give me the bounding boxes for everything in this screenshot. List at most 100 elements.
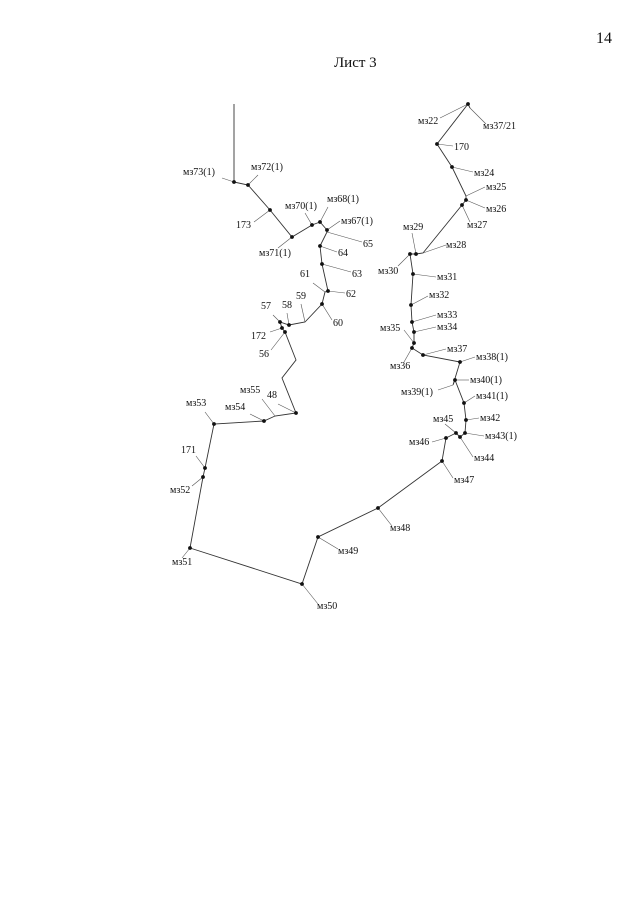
point-label: мз51 [172,557,192,568]
point-label: мз39(1) [401,387,433,398]
leader-line [441,460,454,479]
leader-line [465,199,486,209]
survey-point [232,180,236,184]
survey-point [300,582,304,586]
leader-line [277,236,293,249]
survey-point [268,208,272,212]
survey-point [458,435,462,439]
point-label: мз41(1) [476,391,508,402]
leader-line [312,282,326,293]
point-label: 57 [261,301,271,312]
leader-line [413,326,437,333]
survey-point [464,198,468,202]
point-label: мз50 [317,601,337,612]
point-label: 171 [181,445,196,456]
survey-point [450,165,454,169]
point-label: 58 [282,300,292,311]
survey-point [320,262,324,266]
point-label: 65 [363,239,373,250]
point-label: 61 [300,269,310,280]
point-label: мз71(1) [259,248,291,259]
point-label: 62 [346,289,356,300]
point-label: мз31 [437,272,457,283]
point-label: мз38(1) [476,352,508,363]
page-number: 14 [596,30,612,47]
point-label: мз32 [429,290,449,301]
leader-line [327,290,346,294]
survey-point [435,142,439,146]
point-label: мз28 [446,240,466,251]
point-label: 173 [236,220,251,231]
leader-line [277,403,297,414]
leader-line [377,507,393,527]
leader-line [403,347,413,363]
point-label: 60 [333,318,343,329]
survey-point [440,459,444,463]
leader-line [253,209,271,223]
leader-line [321,303,333,321]
point-label: мз26 [486,204,506,215]
point-label: мз68(1) [327,194,359,205]
leader-line [436,143,454,147]
survey-points [188,102,470,586]
survey-point [280,326,284,330]
point-label: мз73(1) [183,167,215,178]
point-label: 48 [267,390,277,401]
leader-line [397,253,411,267]
survey-point [287,323,291,327]
survey-point [283,330,287,334]
leader-line [422,244,447,254]
leader-line [181,547,191,559]
point-label: мз55 [240,385,260,396]
leader-line [461,204,471,223]
point-label: мз33 [437,310,457,321]
leader-line [247,174,259,186]
leader-line [459,356,476,363]
leader-line [411,232,417,255]
survey-point [462,401,466,405]
survey-point [262,419,266,423]
leader-line [437,384,454,391]
point-label: мз27 [467,220,487,231]
point-label: мз46 [409,437,429,448]
survey-point [320,302,324,306]
point-label: мз29 [403,222,423,233]
leader-line [204,411,215,425]
point-label: мз67(1) [341,216,373,227]
leader-line [465,186,486,197]
leader-line [464,432,485,437]
point-label: мз34 [437,322,457,333]
point-label: 64 [338,248,348,259]
point-label: мз42 [480,413,500,424]
point-label: мз48 [390,523,410,534]
leader-line [221,177,235,183]
leader-line [319,206,329,223]
survey-point [188,546,192,550]
survey-point [412,341,416,345]
leader-line [269,327,283,333]
leader-line [321,263,352,273]
survey-point [201,475,205,479]
point-label: 170 [454,142,469,153]
survey-point [408,252,412,256]
leader-line [444,423,457,434]
survey-point [310,223,314,227]
survey-point [290,235,294,239]
point-label: мз25 [486,182,506,193]
point-label: мз40(1) [470,375,502,386]
point-label: мз53 [186,398,206,409]
leader-line [270,331,286,351]
survey-point [376,506,380,510]
leader-line [412,273,437,278]
point-label: мз36 [390,361,410,372]
point-label: мз37 [447,344,467,355]
survey-point [318,244,322,248]
leader-line [304,212,313,226]
survey-point [458,360,462,364]
leader-line [403,329,415,344]
point-label: мз49 [338,546,358,557]
point-label: мз35 [380,323,400,334]
leader-line [451,166,474,173]
survey-point [466,102,470,106]
